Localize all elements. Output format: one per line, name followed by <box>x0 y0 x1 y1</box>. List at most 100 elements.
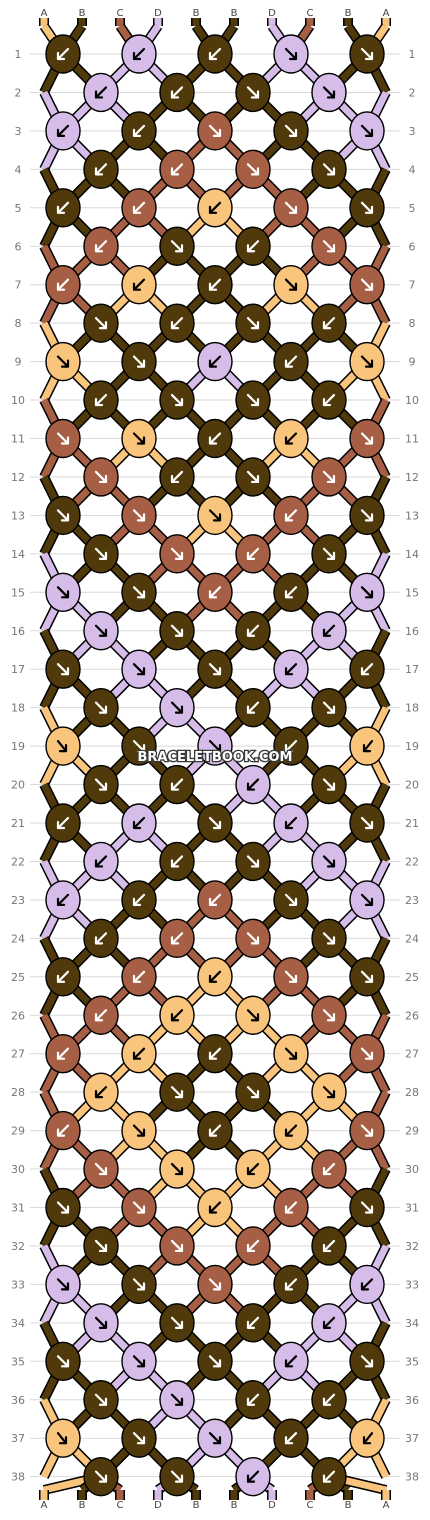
knot <box>121 495 157 536</box>
knot-arrow-icon <box>56 355 70 368</box>
knot <box>83 687 119 728</box>
string-label-top: D <box>268 8 276 19</box>
knot-arrow-icon <box>360 509 374 522</box>
knot <box>83 1226 119 1266</box>
string-label-top: C <box>117 8 124 19</box>
knot-arrow-icon <box>322 240 336 253</box>
knot-arrow-icon <box>362 739 374 753</box>
knot-arrow-icon <box>94 701 108 714</box>
knot-arrow-icon <box>132 124 146 137</box>
row-number-left: 32 <box>11 1240 25 1253</box>
knot <box>45 803 81 843</box>
knot <box>273 803 309 843</box>
knot-arrow-icon <box>94 624 108 637</box>
knot <box>311 918 347 959</box>
knot <box>121 649 157 689</box>
knot <box>235 149 271 190</box>
knot-arrow-icon <box>208 1278 222 1291</box>
row-number-right: 19 <box>405 740 419 753</box>
knot-arrow-icon <box>246 163 260 176</box>
row-number-right: 26 <box>405 1009 419 1022</box>
knot-arrow-icon <box>322 86 336 99</box>
knot <box>349 1187 385 1228</box>
knot <box>159 841 195 882</box>
knot-arrow-icon <box>132 586 146 599</box>
knot <box>349 957 385 997</box>
knot-arrow-icon <box>56 124 70 137</box>
row-number-left: 18 <box>11 702 25 715</box>
knot <box>197 572 233 612</box>
knot-arrow-icon <box>360 816 374 830</box>
knot <box>235 303 271 343</box>
knot <box>45 649 81 689</box>
knot-arrow-icon <box>170 701 184 714</box>
knot <box>159 1226 195 1266</box>
knot <box>349 495 385 536</box>
knot-arrow-icon <box>284 893 298 907</box>
knot-arrow-icon <box>208 1432 222 1445</box>
row-number-left: 37 <box>11 1432 25 1445</box>
knot-arrow-icon <box>322 393 336 407</box>
knot-arrow-icon <box>360 1047 374 1060</box>
knot <box>349 1110 385 1151</box>
knot-arrow-icon <box>94 470 108 484</box>
row-number-left: 33 <box>11 1278 25 1291</box>
knot <box>349 649 385 689</box>
knot-arrow-icon <box>132 432 146 445</box>
row-number-left: 10 <box>11 394 25 407</box>
row-number-left: 38 <box>11 1471 25 1484</box>
knot <box>273 1418 309 1458</box>
knot <box>197 1187 233 1228</box>
knot <box>311 457 347 497</box>
knot <box>83 457 119 497</box>
knot-arrow-icon <box>170 778 184 791</box>
knot-arrow-icon <box>322 1470 336 1483</box>
row-number-left: 14 <box>11 548 25 561</box>
knot <box>121 341 157 382</box>
row-number-right: 13 <box>405 509 419 522</box>
knot-arrow-icon <box>208 432 222 445</box>
knot-arrow-icon <box>94 778 108 791</box>
knot-arrow-icon <box>284 355 298 368</box>
knot <box>121 726 157 766</box>
row-number-right: 27 <box>405 1048 419 1061</box>
knot-arrow-icon <box>132 1432 146 1445</box>
knot-arrow-icon <box>246 393 260 407</box>
knot-arrow-icon <box>322 1316 336 1329</box>
knot-arrow-icon <box>56 278 70 291</box>
knot <box>235 764 271 805</box>
knot-arrow-icon <box>322 1162 336 1176</box>
knot <box>159 1303 195 1343</box>
knot <box>273 111 309 151</box>
knot-arrow-icon <box>208 970 222 983</box>
knot-arrow-icon <box>246 317 260 330</box>
knot-arrow-icon <box>208 1124 222 1137</box>
knot-arrow-icon <box>208 47 222 61</box>
knot <box>45 1341 81 1382</box>
knot <box>121 111 157 151</box>
knot-arrow-icon <box>360 432 374 445</box>
knot-arrow-icon <box>56 509 70 522</box>
knot-arrow-icon <box>94 1470 108 1483</box>
knot-arrow-icon <box>360 1355 374 1368</box>
knot-arrow-icon <box>56 663 70 676</box>
knot <box>45 1033 81 1074</box>
row-number-left: 34 <box>11 1317 25 1330</box>
knot <box>121 1187 157 1228</box>
knot <box>349 341 385 382</box>
knot-arrow-icon <box>170 163 184 176</box>
knot-arrow-icon <box>94 86 108 99</box>
knot-arrow-icon <box>284 278 298 291</box>
knot-arrow-icon <box>362 1432 374 1445</box>
row-number-right: 5 <box>409 202 416 215</box>
knot <box>349 572 385 612</box>
knot-arrow-icon <box>246 1239 260 1253</box>
knot-arrow-icon <box>208 739 222 753</box>
knot-arrow-icon <box>322 855 336 868</box>
string-label-bottom: B <box>231 1500 238 1511</box>
knot-arrow-icon <box>284 586 298 599</box>
knot-arrow-icon <box>56 816 70 830</box>
knot <box>159 1072 195 1112</box>
knot-arrow-icon <box>322 163 336 176</box>
